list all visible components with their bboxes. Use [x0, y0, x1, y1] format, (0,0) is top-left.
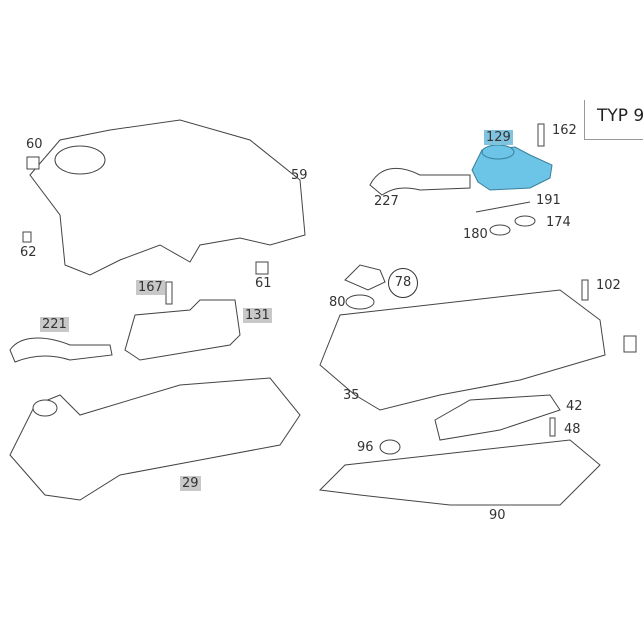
- cylinder-head-cover-35: [319, 289, 606, 411]
- engine-cover-59: [29, 119, 306, 276]
- label-131[interactable]: 131: [243, 308, 272, 323]
- label-29[interactable]: 29: [180, 476, 201, 491]
- label-227: 227: [374, 194, 399, 209]
- label-174: 174: [546, 215, 571, 230]
- gasket-90: [318, 439, 601, 506]
- seal-180: [489, 224, 511, 236]
- label-90: 90: [489, 508, 506, 523]
- bolt-102: [581, 279, 589, 301]
- type-label: TYP 9: [584, 100, 643, 140]
- baffle-42: [434, 394, 561, 441]
- hose-227: [369, 167, 471, 196]
- label-35: 35: [343, 388, 360, 403]
- label-48: 48: [564, 422, 581, 437]
- cap-78: [344, 264, 386, 291]
- grommet-60: [26, 156, 40, 170]
- label-221[interactable]: 221: [40, 317, 69, 332]
- label-102: 102: [596, 278, 621, 293]
- label-167[interactable]: 167: [136, 280, 165, 295]
- cover-cap: [54, 145, 106, 175]
- ring-80: [345, 294, 375, 310]
- seal-174: [514, 215, 536, 227]
- plug: [623, 335, 637, 353]
- valve-131: [124, 299, 241, 361]
- seal-96: [379, 439, 401, 455]
- filler-neck: [32, 399, 58, 417]
- label-129[interactable]: 129: [484, 130, 513, 145]
- label-60: 60: [26, 137, 43, 152]
- label-191: 191: [536, 193, 561, 208]
- cylinder-head-cover-29: [9, 377, 301, 501]
- label-78: 78: [388, 268, 418, 298]
- oil-separator-cap: [481, 144, 515, 160]
- bolt-48: [549, 417, 556, 437]
- label-180: 180: [463, 227, 488, 242]
- label-96: 96: [357, 440, 374, 455]
- label-59: 59: [291, 168, 308, 183]
- label-162: 162: [552, 123, 577, 138]
- grommet-61: [255, 261, 269, 275]
- bolt-62: [22, 231, 32, 243]
- hose-221: [9, 337, 113, 363]
- label-42: 42: [566, 399, 583, 414]
- bolt-167: [165, 281, 173, 305]
- label-80: 80: [329, 295, 346, 310]
- label-61: 61: [255, 276, 272, 291]
- rod-191: [475, 201, 531, 213]
- label-62: 62: [20, 245, 37, 260]
- bolt-162: [537, 123, 545, 147]
